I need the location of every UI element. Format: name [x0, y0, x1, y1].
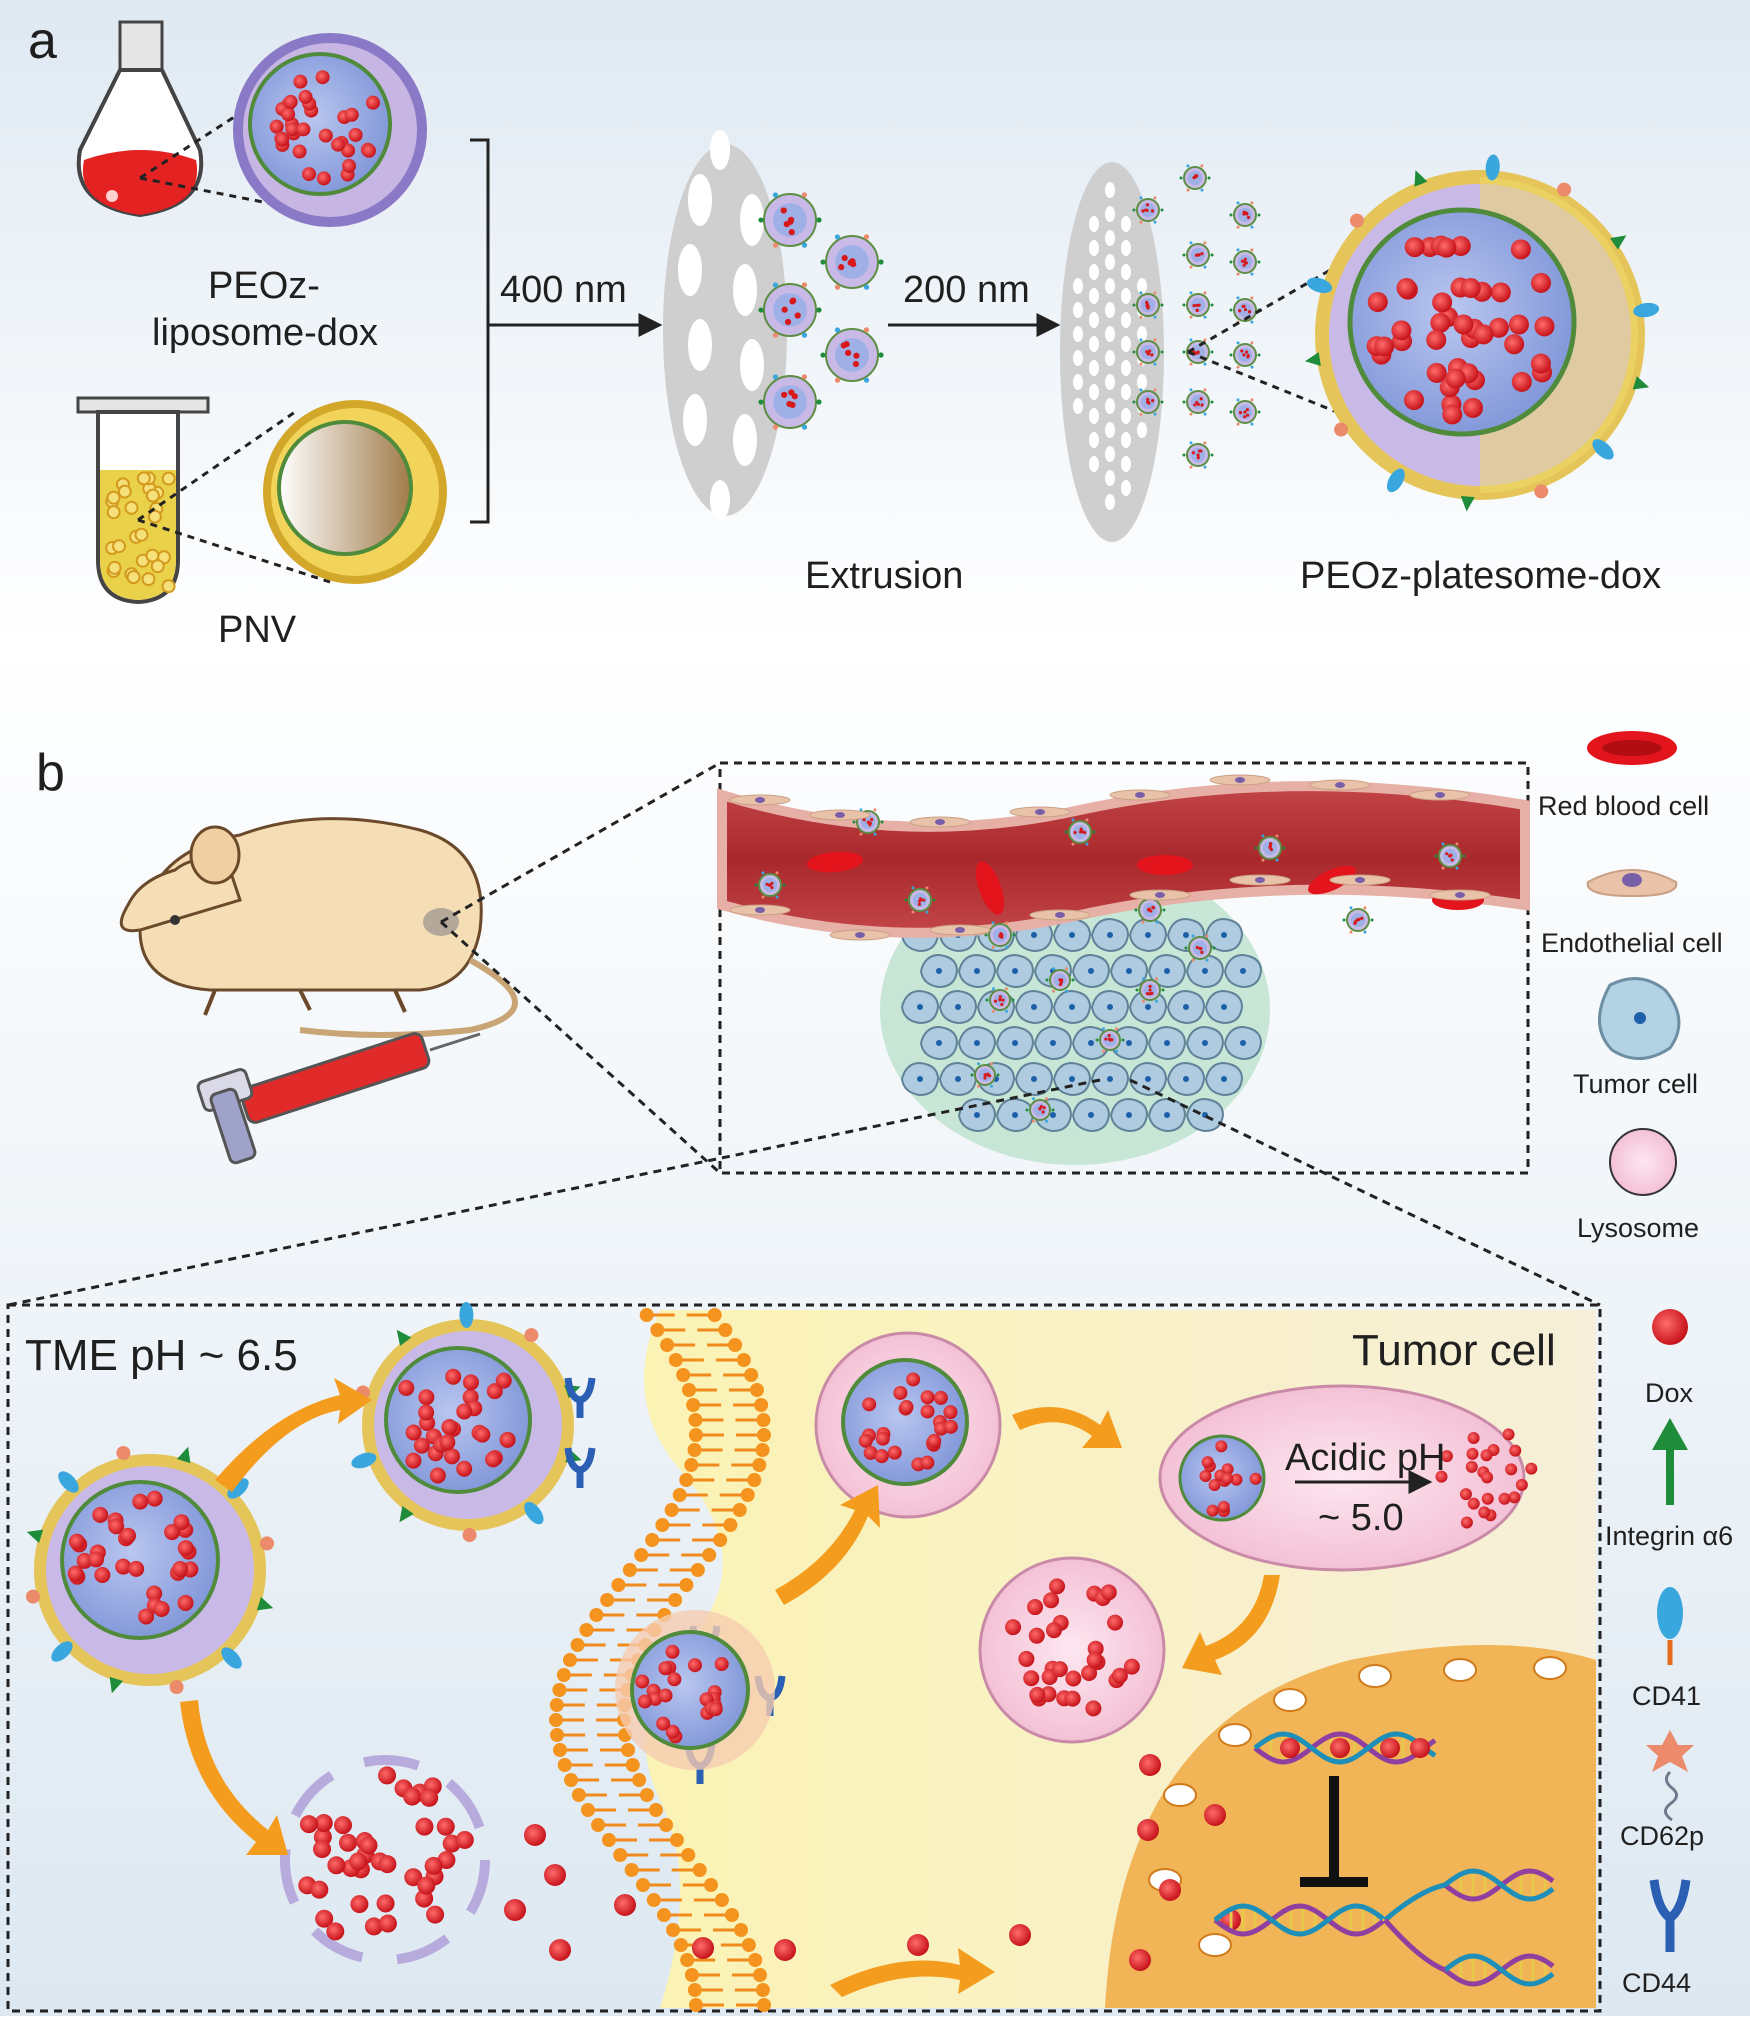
step-400nm-label: 400 nm	[500, 269, 627, 311]
mouse-icon	[119, 817, 518, 1038]
legend-red-blood-cell-label: Red blood cell	[1538, 791, 1709, 821]
lysosome-acidic	[1158, 1384, 1538, 1572]
platesome-free-payload	[67, 1490, 199, 1625]
legend-cd44-label: CD44	[1622, 1968, 1691, 1998]
extruded-vesicles-large	[758, 192, 884, 430]
dna-intercalated	[1253, 1731, 1437, 1765]
pnv-label: PNV	[218, 609, 297, 651]
step-200nm-label: 200 nm	[903, 269, 1030, 311]
platesome-bound-payload	[398, 1368, 516, 1484]
platesome-free-receptors	[25, 1445, 275, 1695]
merge-bracket	[470, 138, 490, 524]
peoz-liposome-label-line2: liposome-dox	[152, 312, 378, 354]
endocytic-payload	[635, 1644, 729, 1744]
legend-dox-label: Dox	[1645, 1378, 1694, 1408]
platesome-particle	[1304, 154, 1660, 512]
legend: Red blood cell Endothelial cell Tumor ce…	[1538, 731, 1733, 1998]
lysosome-releasing	[978, 1556, 1166, 1744]
legend-tumor-cell-label: Tumor cell	[1573, 1069, 1698, 1099]
process-arrows	[180, 1378, 1280, 1997]
lysosome-released-dox	[1435, 1428, 1538, 1529]
cellular-inset-frame	[6, 1303, 1602, 2013]
lysosome-release-payload	[1005, 1578, 1140, 1717]
panel-a-letter: a	[28, 12, 57, 70]
tumor-to-cell-zoom-lines	[7, 1078, 1601, 1307]
acidic-ph-label-line1: Acidic pH	[1285, 1437, 1446, 1479]
product-label: PEOz-platesome-dox	[1300, 555, 1661, 597]
platesome-receptors	[1304, 154, 1660, 512]
nuclear-pores	[1148, 1656, 1567, 1957]
legend-cd62p: CD62p	[1620, 1730, 1704, 1851]
panel-b-letter: b	[36, 744, 65, 802]
legend-lysosome: Lysosome	[1577, 1128, 1699, 1243]
syringe-icon	[196, 1032, 481, 1165]
platesome-degraded	[280, 1755, 490, 1965]
legend-dox: Dox	[1645, 1309, 1694, 1408]
platesome-bound-receptors	[351, 1302, 582, 1542]
flask-icon	[76, 20, 204, 218]
dna-replication	[1213, 1868, 1555, 1987]
acidic-ph-label-line2: ~ 5.0	[1318, 1497, 1404, 1539]
legend-cd44: CD44	[1622, 1879, 1691, 1998]
tumor-cell-label: Tumor cell	[1352, 1326, 1556, 1375]
extrusion-membrane-200nm	[1060, 162, 1164, 542]
platesome-bound	[351, 1302, 582, 1542]
legend-endothelial-cell-label: Endothelial cell	[1541, 928, 1723, 958]
endocytic-vesicle	[615, 1610, 775, 1770]
released-dox-extracellular	[298, 1766, 474, 1941]
free-dox-extracellular	[504, 1824, 1031, 1961]
tube-icon	[76, 396, 210, 605]
lysosome-payload	[1199, 1440, 1262, 1518]
legend-cd41: CD41	[1632, 1587, 1701, 1711]
extruded-vesicles-small	[1132, 164, 1261, 469]
circulating-platesomes	[729, 774, 1491, 962]
tube-vesicles	[105, 471, 176, 594]
extrusion-membrane-400nm	[663, 130, 787, 520]
legend-integrin: Integrin α6	[1605, 1418, 1733, 1551]
pnv-particle	[263, 400, 447, 584]
vessel-inset-frame	[718, 761, 1530, 1175]
legend-endothelial-cell: Endothelial cell	[1541, 869, 1723, 958]
platesome-payload	[1366, 235, 1555, 425]
legend-integrin-label: Integrin α6	[1605, 1521, 1733, 1551]
inhibition-symbol	[1300, 1776, 1368, 1887]
endosome	[814, 1331, 1002, 1519]
tube-zoom-lines	[137, 410, 331, 584]
mouse-to-inset-zoom-lines	[439, 761, 722, 1175]
extrusion-label: Extrusion	[805, 555, 963, 597]
peoz-liposome-label-line1: PEOz-	[208, 265, 320, 307]
legend-red-blood-cell: Red blood cell	[1538, 731, 1709, 821]
legend-lysosome-label: Lysosome	[1577, 1213, 1699, 1243]
legend-cd62p-label: CD62p	[1620, 1821, 1704, 1851]
liposome-dox-particle	[233, 33, 427, 227]
tme-ph-label: TME pH ~ 6.5	[25, 1331, 298, 1380]
legend-tumor-cell: Tumor cell	[1573, 977, 1698, 1099]
cell-membrane	[549, 1308, 771, 2012]
legend-cd41-label: CD41	[1632, 1681, 1701, 1711]
liposome-dox-payload	[269, 70, 380, 186]
endosome-payload	[858, 1372, 958, 1472]
platesome-free	[25, 1445, 275, 1695]
